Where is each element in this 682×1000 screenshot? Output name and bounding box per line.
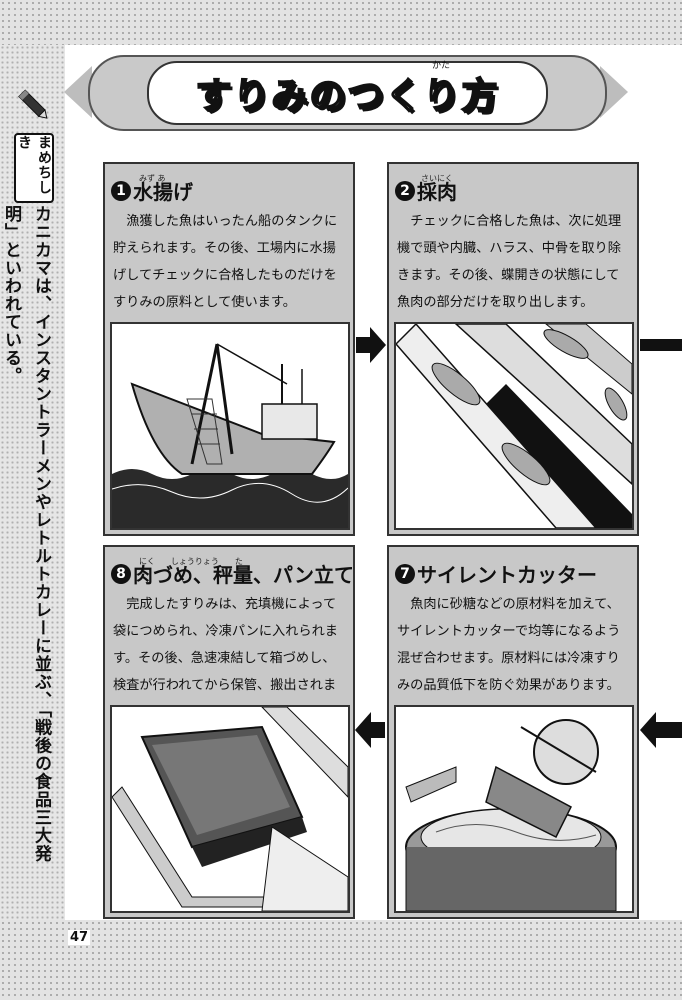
step-heading-ruby: にく しょうりょう た (139, 557, 243, 566)
step-2-panel: さいにく 2 採肉 チェックに合格した魚は、次に処理機で頭や内臓、ハラス、中骨を… (387, 162, 639, 536)
step-8-panel: にく しょうりょう た 8 肉づめ、秤量、パン立て 完成したすりみは、充填機によ… (103, 545, 355, 919)
step-title: 肉づめ、秤量、パン立て (133, 563, 354, 587)
step-number-badge: 8 (111, 563, 131, 584)
step-7-panel: 7 サイレントカッター 魚肉に砂糖などの原材料を加えて、サイレントカッターで均等… (387, 545, 639, 919)
step-title: 水揚げ (133, 180, 193, 204)
title-banner: すりみのつくり方 (88, 55, 607, 131)
step-title: 採肉 (417, 180, 457, 204)
page-number: 47 (68, 930, 91, 945)
step-heading: みず あ 1 水揚げ (111, 174, 193, 205)
arrow-left-incoming-icon (640, 712, 682, 748)
frozen-block-illustration (110, 705, 350, 913)
arrow-continue-icon (640, 339, 682, 351)
step-number-badge: 7 (395, 563, 415, 584)
step-heading: にく しょうりょう た 8 肉づめ、秤量、パン立て (111, 557, 354, 588)
step-description: 完成したすりみは、充填機によって袋につめられ、冷凍パンに入れられます。その後、急… (113, 597, 338, 720)
silent-cutter-illustration (394, 705, 634, 913)
step-description: 漁獲した魚はいったん船のタンクに貯えられます。その後、工場内に水揚げしてチェック… (113, 214, 338, 310)
step-heading: さいにく 2 採肉 (395, 174, 457, 205)
step-description: 魚肉に砂糖などの原材料を加えて、サイレントカッターで均等になるよう混ぜ合わせます… (397, 597, 621, 693)
top-dotted-band (0, 0, 682, 45)
title-ribbon-left (64, 66, 92, 118)
sidebar: まめちしき カニカマは、インスタントラーメンやレトルトカレーに並ぶ、「戦後の食品… (0, 45, 65, 920)
step-heading-ruby: みず あ (139, 174, 166, 183)
trivia-label: まめちしき (14, 133, 54, 203)
bottom-dotted-band (0, 920, 682, 1000)
step-number-badge: 1 (111, 180, 131, 201)
title-ruby: かた (432, 61, 451, 71)
arrow-right-icon (356, 327, 386, 363)
pencil-icon (18, 89, 48, 119)
trivia-text: カニカマは、インスタントラーメンやレトルトカレーに並ぶ、「戦後の食品三大発明」と… (1, 205, 51, 863)
fish-processing-illustration (394, 322, 634, 530)
step-description: チェックに合格した魚は、次に処理機で頭や内臓、ハラス、中骨を取り除きます。その後… (397, 214, 622, 310)
step-number-badge: 2 (395, 180, 415, 201)
step-1-panel: みず あ 1 水揚げ 漁獲した魚はいったん船のタンクに貯えられます。その後、工場… (103, 162, 355, 536)
page-title: すりみのつくり方 (147, 61, 548, 125)
fishing-boat-illustration (110, 322, 350, 530)
step-heading: 7 サイレントカッター (395, 559, 597, 588)
step-title: サイレントカッター (417, 563, 597, 587)
arrow-left-icon (355, 712, 385, 748)
step-heading-ruby: さいにく (421, 174, 453, 183)
